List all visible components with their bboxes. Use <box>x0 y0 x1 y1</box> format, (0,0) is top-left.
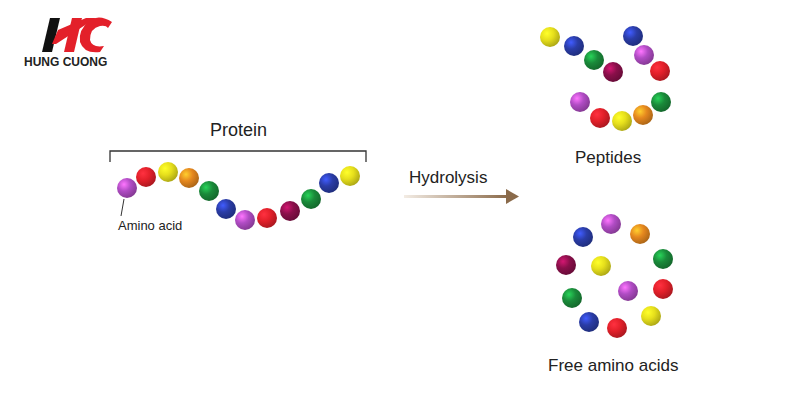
amino-acid-bead <box>623 26 643 46</box>
amino-acid-bead <box>136 167 156 187</box>
amino-acid-bead <box>562 288 582 308</box>
amino-acid-bead <box>235 210 255 230</box>
amino-acid-bead <box>612 111 632 131</box>
amino-acid-bead <box>556 255 576 275</box>
process-label: Hydrolysis <box>409 168 487 188</box>
group-label: Protein <box>210 120 267 141</box>
amino-acid-bead <box>653 279 673 299</box>
bead-group <box>117 26 673 338</box>
amino-acid-bead <box>573 227 593 247</box>
bracket <box>110 151 366 162</box>
product-label: Free amino acids <box>548 356 678 376</box>
amino-acid-bead <box>650 61 670 81</box>
amino-acid-bead <box>641 306 661 326</box>
amino-acid-bead <box>570 92 590 112</box>
amino-acid-bead <box>601 214 621 234</box>
amino-acid-bead <box>319 173 339 193</box>
part-label: Amino acid <box>118 219 182 234</box>
reaction-arrow <box>404 189 519 204</box>
amino-acid-bead <box>117 178 137 198</box>
amino-acid-bead <box>590 108 610 128</box>
amino-acid-bead <box>633 105 653 125</box>
product-label: Peptides <box>575 148 641 168</box>
amino-acid-bead <box>257 208 277 228</box>
amino-acid-bead <box>634 45 654 65</box>
amino-acid-bead <box>618 281 638 301</box>
amino-acid-bead <box>199 181 219 201</box>
amino-acid-bead <box>579 312 599 332</box>
amino-acid-bead <box>179 168 199 188</box>
amino-acid-bead <box>651 92 671 112</box>
amino-acid-bead <box>630 224 650 244</box>
leader-line <box>121 199 124 216</box>
amino-acid-bead <box>301 189 321 209</box>
amino-acid-bead <box>584 50 604 70</box>
amino-acid-bead <box>591 256 611 276</box>
amino-acid-bead <box>540 27 560 47</box>
amino-acid-bead <box>280 201 300 221</box>
brand-name: HUNG CUONG <box>24 56 107 70</box>
amino-acid-bead <box>158 162 178 182</box>
amino-acid-bead <box>603 62 623 82</box>
amino-acid-bead <box>564 36 584 56</box>
amino-acid-bead <box>216 199 236 219</box>
amino-acid-bead <box>653 249 673 269</box>
amino-acid-bead <box>607 318 627 338</box>
logo-mark <box>42 17 112 52</box>
amino-acid-bead <box>340 166 360 186</box>
